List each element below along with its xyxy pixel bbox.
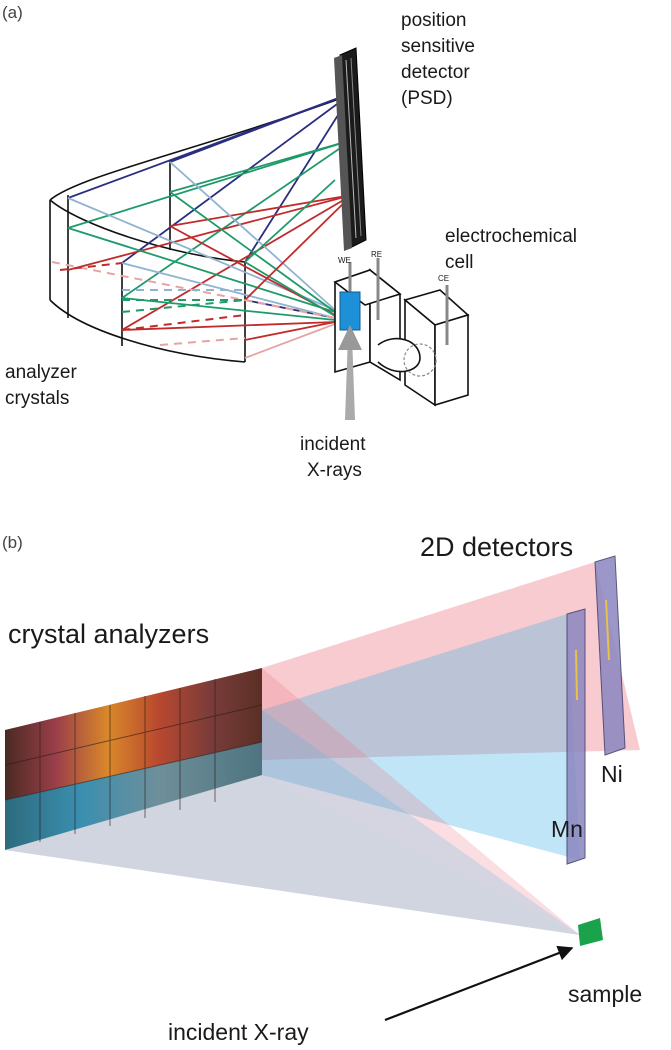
crystal-analyzers-label: crystal analyzers xyxy=(8,619,209,649)
crystal-row-bottom xyxy=(5,742,262,850)
incident-arrow-head xyxy=(338,325,362,350)
lower-beam xyxy=(5,775,580,935)
cell-window xyxy=(339,291,361,331)
cell-label: electrochemical cell xyxy=(445,226,577,273)
crystal-row-top xyxy=(5,668,262,800)
incident-beam-arrow xyxy=(345,335,355,420)
crystal-bottom-arc xyxy=(49,299,246,363)
re-label: RE xyxy=(371,250,382,259)
panel-b-tag: (b) xyxy=(2,533,23,552)
ni-label: Ni xyxy=(601,761,623,787)
svg-text:position: position xyxy=(401,10,467,31)
ce-side xyxy=(434,313,469,407)
mn-detector xyxy=(566,608,586,865)
svg-text:cell: cell xyxy=(445,252,474,273)
svg-text:analyzer: analyzer xyxy=(5,362,77,383)
cell-port xyxy=(403,343,437,377)
detectors-label: 2D detectors xyxy=(420,532,573,562)
sample-square xyxy=(578,918,603,946)
panel-a-tag: (a) xyxy=(2,3,23,22)
svg-text:(PSD): (PSD) xyxy=(401,88,453,109)
mn-label: Mn xyxy=(551,816,583,842)
panel-a: (a) xyxy=(2,3,577,481)
psd-detector xyxy=(334,47,367,251)
svg-text:incident: incident xyxy=(300,434,366,455)
incident-xray-arrow xyxy=(384,945,574,1022)
incident-xrays-label: incident X-rays xyxy=(300,434,366,481)
analyzer-crystal-array xyxy=(49,94,351,363)
crystal-inner-arc xyxy=(49,199,246,263)
svg-text:detector: detector xyxy=(401,62,470,83)
hidden-rays xyxy=(51,261,336,346)
diffracted-rays xyxy=(67,92,353,359)
sample-label: sample xyxy=(568,981,642,1007)
we-label: WE xyxy=(338,256,351,265)
red-beam-to-ni xyxy=(262,562,640,760)
crystal-analyzers xyxy=(4,668,263,850)
analyzer-label: analyzer crystals xyxy=(5,362,77,409)
svg-text:electrochemical: electrochemical xyxy=(445,226,577,247)
svg-text:sensitive: sensitive xyxy=(401,36,475,57)
panel-b: (b) xyxy=(2,532,642,1045)
svg-text:crystals: crystals xyxy=(5,388,69,409)
ni-detector xyxy=(594,555,626,756)
incident-xray-label: incident X-ray xyxy=(168,1019,309,1045)
ce-label: CE xyxy=(438,274,449,283)
psd-label: position sensitive detector (PSD) xyxy=(401,10,475,109)
svg-text:X-rays: X-rays xyxy=(307,460,362,481)
blue-beam-to-mn xyxy=(262,614,580,860)
cell-tube xyxy=(377,337,421,373)
